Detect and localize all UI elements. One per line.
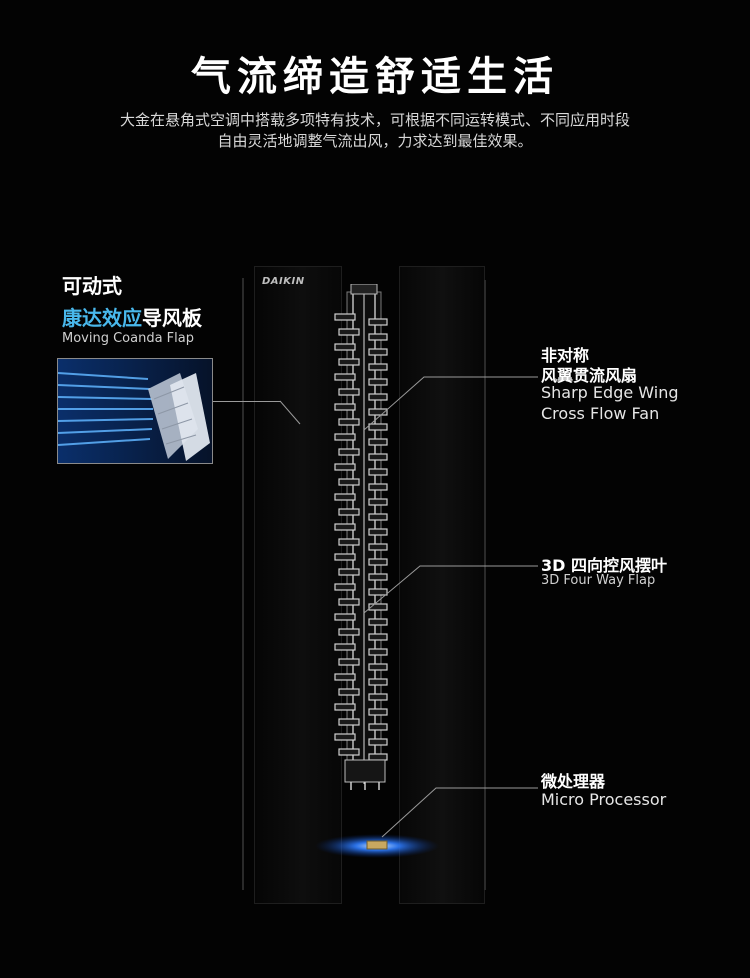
unit-right-edge [484, 280, 486, 890]
fan-connector [363, 376, 538, 431]
fan-fin [368, 453, 388, 461]
fan-fin [338, 418, 360, 426]
fan-fin [368, 663, 388, 671]
fan-fin [338, 598, 360, 606]
page-title: 气流缔造舒适生活 [191, 54, 559, 100]
fan-fin [368, 363, 388, 371]
fan-fin [368, 723, 388, 731]
unit-right-panel [399, 266, 485, 904]
fan-fin [368, 753, 388, 761]
fan-label-en-2: Cross Flow Fan [541, 404, 660, 423]
fan-fin [368, 438, 388, 446]
fan-fin [368, 393, 388, 401]
fan-fin [368, 618, 388, 626]
fan-fin [368, 408, 388, 416]
fan-fin [338, 358, 360, 366]
fan-fin [368, 423, 388, 431]
processor-label-cn: 微处理器 [541, 772, 606, 791]
fan-fin [368, 588, 388, 596]
flap-label-cn-2: 康达效应导风板 [62, 302, 202, 331]
flap-connector-diag [280, 400, 301, 425]
flap-label-en: Moving Coanda Flap [62, 331, 194, 346]
fan-fin [338, 478, 360, 486]
flap-connector [213, 401, 281, 402]
fan-fin [334, 523, 356, 531]
fan-fin [368, 603, 388, 611]
fan-fin [338, 628, 360, 636]
fourway-label-cn: 3D 四向控风摆叶 [541, 556, 667, 575]
fan-fin [334, 613, 356, 621]
coanda-flap-image [57, 358, 213, 464]
fan-fin [334, 343, 356, 351]
subtitle-line-1: 大金在悬角式空调中搭载多项特有技术，可根据不同运转模式、不同应用时段 [119, 111, 630, 129]
fan-fin [334, 403, 356, 411]
fan-fin [334, 463, 356, 471]
fan-fin [368, 543, 388, 551]
flap-label-accent: 康达效应 [62, 306, 142, 330]
fan-fin [368, 333, 388, 341]
fan-fin [368, 498, 388, 506]
fan-label-en-1: Sharp Edge Wing [541, 383, 679, 402]
fan-fin [338, 748, 360, 756]
processor-label-en: Micro Processor [541, 790, 667, 809]
fourway-connector [363, 565, 538, 614]
fan-fin [334, 553, 356, 561]
flap-label-cn-1: 可动式 [62, 274, 122, 298]
processor-connector [381, 787, 538, 838]
fan-fin [368, 378, 388, 386]
fan-label-cn-2: 风翼贯流风扇 [541, 366, 638, 385]
fan-fin [368, 573, 388, 581]
fan-fin [368, 483, 388, 491]
fan-fin [338, 568, 360, 576]
fan-fin [338, 538, 360, 546]
fan-fin [338, 448, 360, 456]
fan-fin [368, 558, 388, 566]
fan-fin [334, 703, 356, 711]
fan-fin [338, 328, 360, 336]
fan-fin [338, 388, 360, 396]
fan-assembly [334, 284, 388, 790]
unit-left-panel [254, 266, 342, 904]
fan-fin [334, 373, 356, 381]
fan-fin [368, 633, 388, 641]
fan-fin [338, 718, 360, 726]
subtitle-line-2: 自由灵活地调整气流出风，力求达到最佳效果。 [217, 132, 533, 150]
fan-fin [368, 678, 388, 686]
page-subtitle: 大金在悬角式空调中搭载多项特有技术，可根据不同运转模式、不同应用时段 自由灵活地… [0, 110, 750, 152]
fan-fin [368, 513, 388, 521]
fan-fin [334, 583, 356, 591]
fan-fin [334, 433, 356, 441]
fan-fin [368, 468, 388, 476]
fan-fin [334, 643, 356, 651]
fourway-label-en: 3D Four Way Flap [541, 573, 656, 588]
fan-fin [338, 658, 360, 666]
flap-label-rest: 导风板 [142, 306, 202, 330]
fan-fin [368, 318, 388, 326]
processor-glow [315, 834, 439, 858]
fan-fin [338, 508, 360, 516]
fan-fin [334, 733, 356, 741]
fan-fin [368, 708, 388, 716]
fan-label-cn-1: 非对称 [541, 346, 590, 365]
fan-fin [334, 313, 356, 321]
fan-fin [334, 493, 356, 501]
unit-left-edge [242, 278, 244, 890]
fan-fin [368, 693, 388, 701]
fan-fin [368, 738, 388, 746]
fan-fin [368, 528, 388, 536]
daikin-logo: DAIKIN [262, 276, 305, 287]
fan-fin [334, 673, 356, 681]
fan-fin [338, 688, 360, 696]
fan-fin [368, 648, 388, 656]
fan-fin [368, 348, 388, 356]
